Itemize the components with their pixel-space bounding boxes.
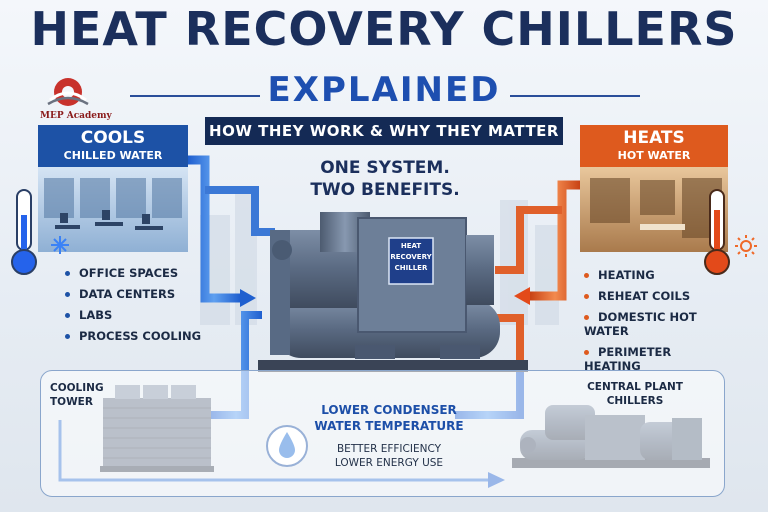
heats-title: HEATS — [623, 128, 685, 148]
logo: MEP Academy — [40, 111, 112, 121]
lower-title-2: WATER TEMPERATURE — [314, 419, 464, 433]
bottom-panel — [40, 370, 725, 497]
cools-list: OFFICE SPACES DATA CENTERS LABS PROCESS … — [65, 266, 205, 350]
chiller-label: HEAT RECOVERY CHILLER — [390, 242, 432, 272]
center-line-1: ONE SYSTEM. — [320, 158, 450, 178]
list-item: PERIMETER HEATING — [584, 345, 672, 373]
lower-title-1: LOWER CONDENSER — [321, 403, 457, 417]
cools-title: COOLS — [80, 128, 146, 148]
list-item: LABS — [65, 308, 205, 322]
center-line-2: TWO BENEFITS. — [310, 180, 460, 200]
page-title: HEAT RECOVERY CHILLERS — [30, 2, 738, 56]
list-item: DOMESTIC HOT WATER — [584, 310, 697, 338]
heats-subtitle: HOT WATER — [617, 149, 691, 162]
page-subtitle: EXPLAINED — [267, 70, 501, 110]
benefit-2: LOWER ENERGY USE — [334, 457, 444, 469]
tagline-banner: HOW THEY WORK & WHY THEY MATTER — [205, 117, 563, 145]
list-item: OFFICE SPACES — [65, 266, 205, 280]
cools-subtitle: CHILLED WATER — [63, 149, 163, 162]
list-item: PROCESS COOLING — [65, 329, 205, 343]
heats-header: HEATS HOT WATER — [580, 125, 728, 167]
center-message: ONE SYSTEM. TWO BENEFITS. — [300, 157, 470, 201]
cools-header: COOLS CHILLED WATER — [38, 125, 188, 167]
heats-list: HEATING REHEAT COILS DOMESTIC HOT WATER … — [584, 268, 724, 380]
cooling-tower-label: COOLING TOWER — [50, 382, 104, 408]
benefit-1: BETTER EFFICIENCY — [336, 443, 442, 455]
list-item: DATA CENTERS — [65, 287, 205, 301]
water-drop-icon — [267, 426, 307, 466]
list-item: HEATING — [584, 268, 724, 282]
condenser-benefit: LOWER CONDENSER WATER TEMPERATURE BETTER… — [314, 402, 464, 470]
list-item: REHEAT COILS — [584, 289, 724, 303]
central-plant-label: CENTRAL PLANT CHILLERS — [587, 381, 683, 407]
